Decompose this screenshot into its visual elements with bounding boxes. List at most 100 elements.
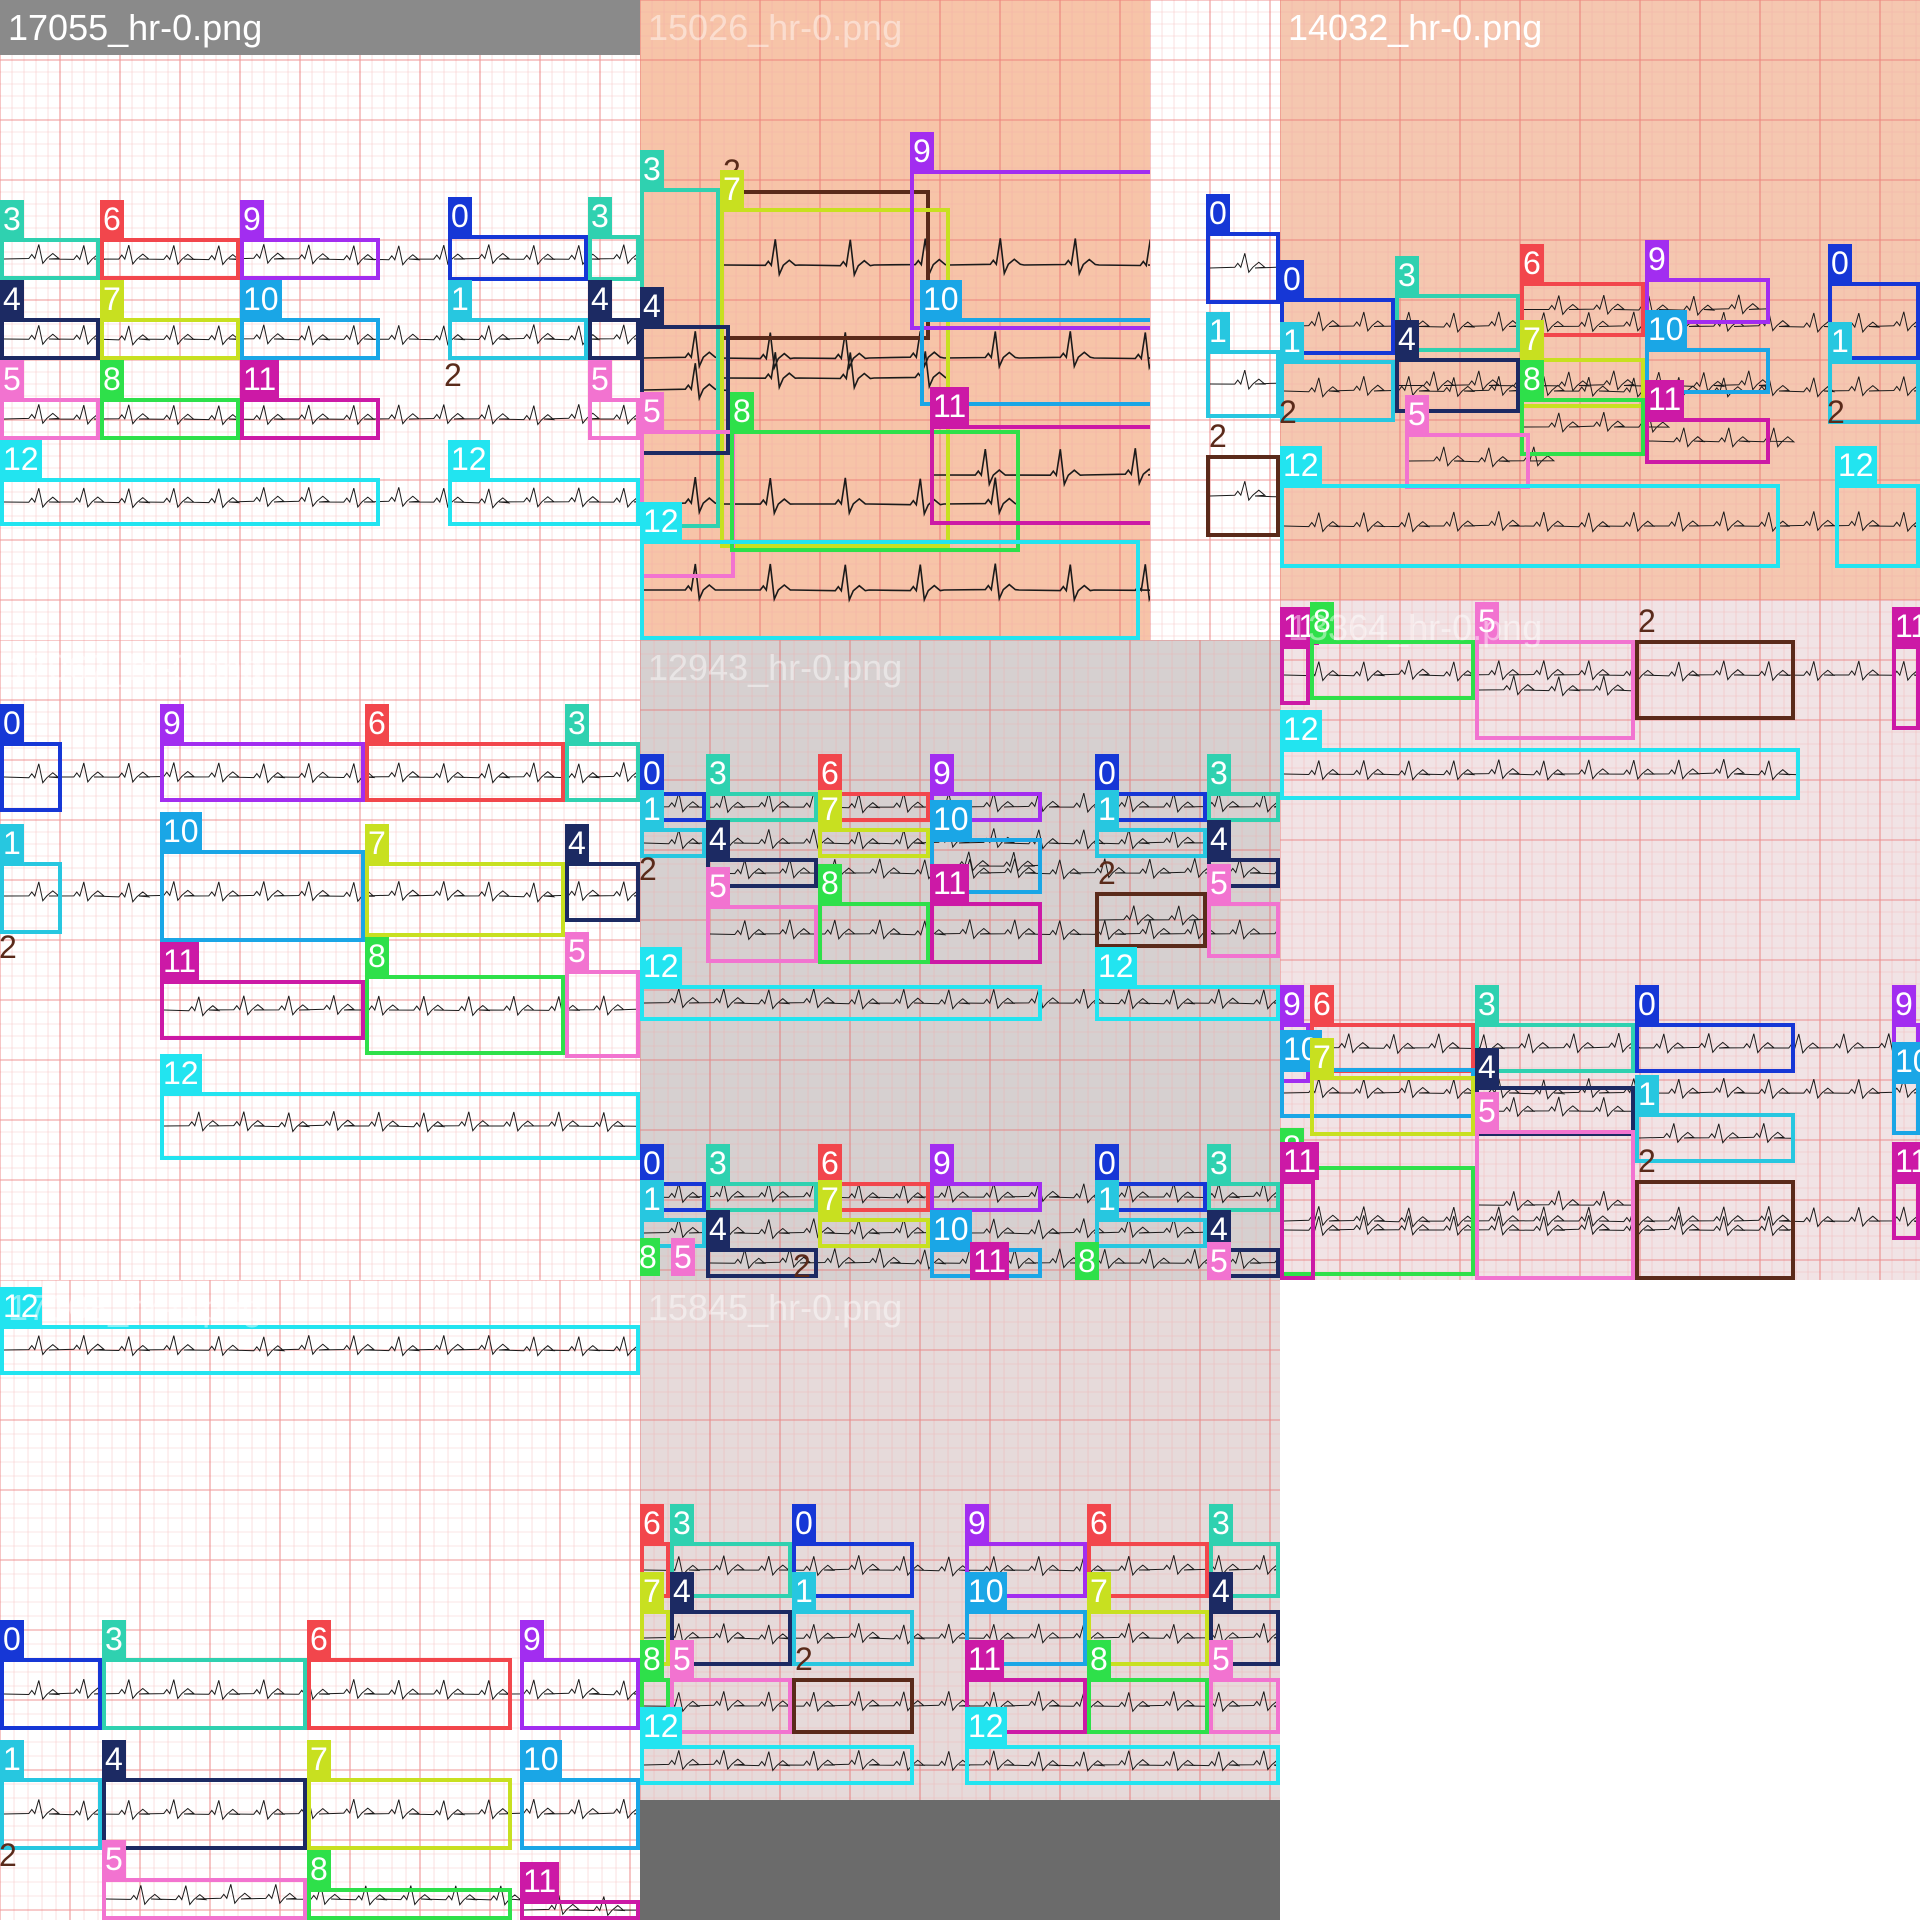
lead-label: 10 [965,1572,1007,1610]
lead-box: 3 [1209,1504,1280,1598]
lead-label: 1 [448,280,472,318]
lead-label: 2 [640,851,657,887]
lead-box: 10 [240,280,380,360]
lead-label: 0 [1095,1144,1119,1182]
lead-label: 8 [640,1238,660,1276]
lead-label: 8 [640,1640,664,1678]
lead-box: 7 [720,170,950,548]
lead-box: 11 [930,387,1150,525]
tile-filename: 14032_hr-0.png [1288,7,1543,48]
lead-label: 11 [1892,607,1920,645]
lead-label: 4 [706,1210,730,1248]
lead-box: 2 [1280,394,1297,436]
lead-box: 1 [1095,1180,1207,1248]
ecg-trace [1283,511,1920,533]
ecg-trace [643,1623,1280,1645]
lead-label: 12 [640,947,682,985]
ecg-trace [1283,758,1797,781]
lead-box: 0 [1828,244,1920,360]
lead-label: 11 [1645,380,1685,418]
lead-label: 9 [1645,240,1669,278]
ecg-trace [1408,446,1556,468]
ecg-trace [1399,370,1771,393]
lead-label: 2 [795,1641,813,1677]
lead-label: 7 [1087,1572,1111,1610]
ecg-trace [933,448,1150,488]
lead-label: 9 [160,704,184,742]
lead-label: 6 [1087,1504,1111,1542]
lead-box: 5 [588,360,640,440]
lead-label: 1 [1206,312,1230,350]
ecg-trace [643,1182,1280,1204]
lead-label: 12 [1095,947,1137,985]
lead-box: 11 [240,360,380,440]
lead-box: 0 [0,704,62,812]
lead-label: 12 [1280,710,1322,748]
lead-label: 2 [1280,394,1297,430]
ecg-trace [933,851,1039,873]
lead-box: 6 [1310,985,1475,1073]
lead-box: 11 [1892,607,1920,730]
lead-label: 9 [930,754,954,792]
lead-box: 8 [1087,1640,1209,1734]
lead-box: 12 [640,502,1140,640]
lead-box: 1 [1828,322,1920,424]
lead-label: 11 [970,1242,1010,1280]
lead-box: 9 [1645,240,1770,324]
ecg-trace [1283,1206,1920,1228]
lead-label: 5 [1405,395,1429,433]
lead-label: 7 [365,824,389,862]
lead-box: 11 [520,1862,640,1920]
tile-15026: 15026_hr-0.png3279104581112 [640,0,1150,640]
lead-box: 5 [565,932,640,1058]
ecg-trace [1209,253,1277,274]
lead-label: 1 [640,1180,664,1218]
lead-box: 1 [0,1740,102,1850]
ecg-trace [3,762,640,784]
lead-label: 5 [1209,1640,1233,1678]
lead-box: 6 [100,200,240,280]
lead-label: 10 [1645,310,1687,348]
lead-box: 8 [365,937,565,1055]
lead-box: 2 [0,929,17,971]
lead-label: 3 [640,150,664,188]
lead-box: 10 [930,800,1042,894]
lead-label: 6 [818,754,842,792]
lead-box: 8 [730,392,1020,552]
lead-label: 1 [792,1572,816,1610]
lead-box: 12 [0,440,380,526]
lead-label: 7 [818,790,842,828]
lead-label: 12 [448,440,490,478]
lead-label: 11 [160,942,200,980]
lead-label: 5 [565,932,589,970]
lead-label: 0 [1280,260,1304,298]
lead-box: 6 [307,1620,512,1730]
lead-label: 6 [1520,244,1544,282]
lead-box: 2 [640,851,657,893]
lead-box: 8 [307,1850,512,1920]
ecg-trace [163,995,637,1017]
lead-label: 4 [670,1572,694,1610]
lead-label: 8 [100,360,124,398]
lead-box: 8 [640,1640,670,1734]
lead-label: 2 [1638,1143,1656,1179]
lead-box: 12 [160,1054,640,1160]
tile-filename: 15845_hr-0.png [648,1287,903,1328]
lead-label: 9 [240,200,264,238]
lead-label: 8 [818,864,842,902]
ecg-trace [1098,905,1204,926]
lead-box: 4 [640,287,730,455]
lead-label: 11 [930,864,970,902]
lead-label: 9 [965,1504,989,1542]
lead-label: 1 [1095,1180,1119,1218]
lead-label: 7 [1520,320,1544,358]
lead-box: 7 [100,280,240,360]
ecg-trace [3,1798,640,1821]
lead-label: 5 [102,1840,126,1878]
ecg-trace [1478,1190,1632,1212]
lead-box: 12 [448,440,640,526]
ecg-trace [523,1895,637,1917]
lead-box: 0 [1095,1144,1207,1212]
lead-label: 0 [1206,194,1230,232]
